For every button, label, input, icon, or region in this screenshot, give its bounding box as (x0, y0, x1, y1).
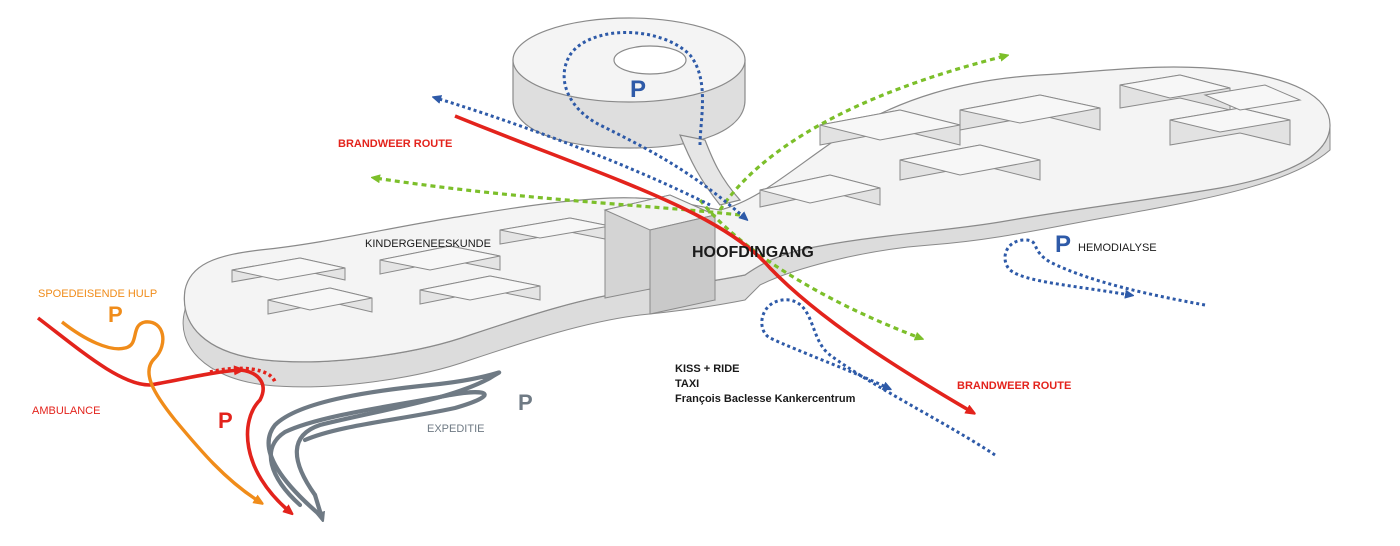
labels: BRANDWEER ROUTE BRANDWEER ROUTE KINDERGE… (32, 76, 1157, 435)
label-kankercentrum: François Baclesse Kankercentrum (675, 393, 856, 405)
label-expeditie: EXPEDITIE (427, 423, 484, 435)
parking-garage-p-icon: P (630, 76, 646, 103)
orange-spoed-route (60, 320, 260, 502)
grey-route-outer (266, 370, 502, 518)
parking-ambulance-p-icon: P (218, 408, 233, 433)
left-wing-blocks (231, 217, 611, 315)
building-roof-slab (183, 66, 1331, 363)
emergency-route (60, 320, 260, 502)
expeditie-route (266, 370, 502, 518)
green-route-west (375, 178, 741, 217)
grey-route-arrow (312, 492, 322, 518)
red-ambulance-route (36, 316, 240, 387)
pedestrian-routes (375, 56, 1005, 338)
red-ambulance-to-p (239, 368, 290, 512)
parking-garage (512, 17, 746, 206)
label-ambulance: AMBULANCE (32, 405, 100, 417)
label-brandweer-route-top: BRANDWEER ROUTE (338, 138, 452, 150)
parking-spoed-p-icon: P (108, 302, 123, 327)
red-ambulance-dotted (209, 366, 277, 383)
car-routes (436, 31, 1206, 457)
central-block (603, 194, 717, 315)
grey-route-inner (268, 390, 487, 508)
label-taxi: TAXI (675, 378, 699, 390)
blue-kiss-loop (760, 298, 996, 457)
label-hemodialyse: HEMODIALYSE (1078, 242, 1157, 254)
right-wing-blocks (759, 74, 1302, 208)
label-hoofdingang: HOOFDINGANG (692, 244, 814, 261)
red-brandweer-route (454, 114, 972, 412)
fire-routes (36, 114, 972, 512)
blue-garage-exit (436, 98, 711, 207)
hospital-building (182, 17, 1331, 388)
label-spoedeisende-hulp: SPOEDEISENDE HULP (38, 288, 157, 300)
label-kiss-ride: KISS + RIDE (675, 363, 740, 375)
parking-expeditie-p-icon: P (518, 390, 533, 415)
green-route-northeast (718, 56, 1005, 211)
label-kindergeneeskunde: KINDERGENEESKUNDE (365, 238, 491, 250)
label-brandweer-route-bottom: BRANDWEER ROUTE (957, 380, 1071, 392)
blue-garage-loop (562, 31, 745, 219)
parking-hemodialyse-p-icon: P (1055, 231, 1071, 258)
